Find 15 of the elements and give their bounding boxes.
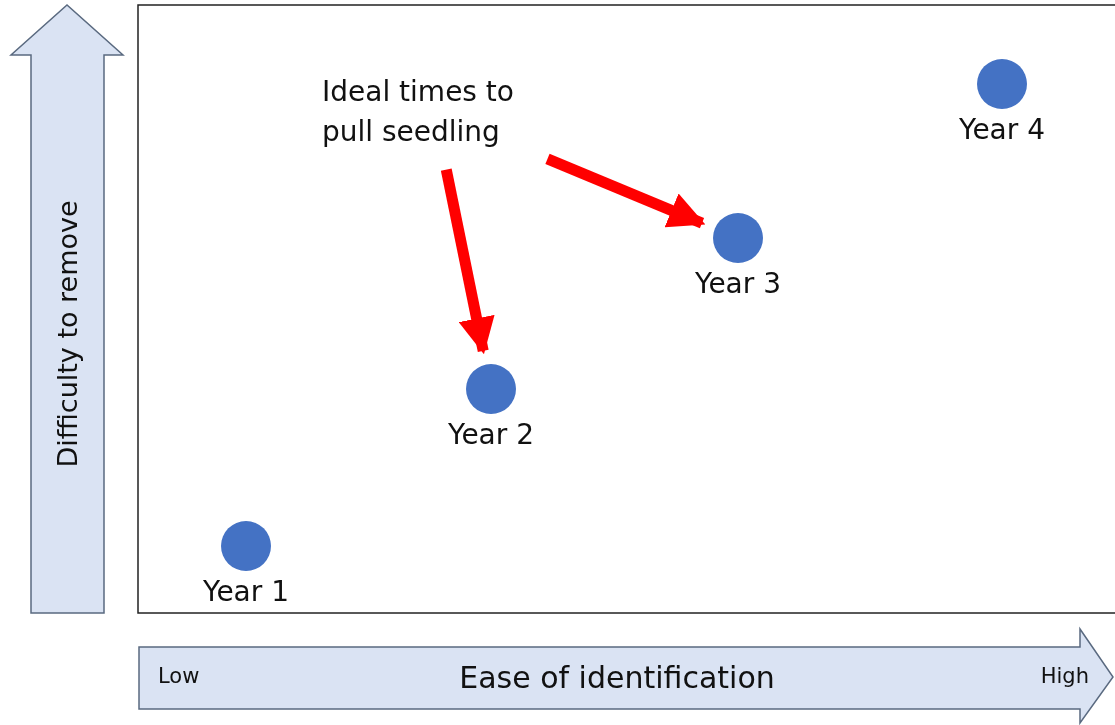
annotation-text: Ideal times to pull seedling bbox=[322, 74, 515, 150]
point-label: Year 2 bbox=[448, 418, 534, 451]
arrow bbox=[545, 153, 706, 229]
axis-label: High bbox=[1040, 664, 1089, 688]
point-label: Year 4 bbox=[959, 113, 1045, 146]
point-label: Year 3 bbox=[695, 267, 781, 300]
axis-label: Low bbox=[158, 664, 200, 688]
data-point bbox=[713, 213, 763, 263]
data-point bbox=[221, 521, 271, 571]
arrow bbox=[440, 168, 495, 355]
data-point bbox=[466, 364, 516, 414]
axis-title: Ease of identification bbox=[459, 660, 775, 695]
axis-title: Difficulty to remove bbox=[51, 200, 83, 468]
data-point bbox=[977, 59, 1027, 109]
point-label: Year 1 bbox=[203, 575, 289, 608]
